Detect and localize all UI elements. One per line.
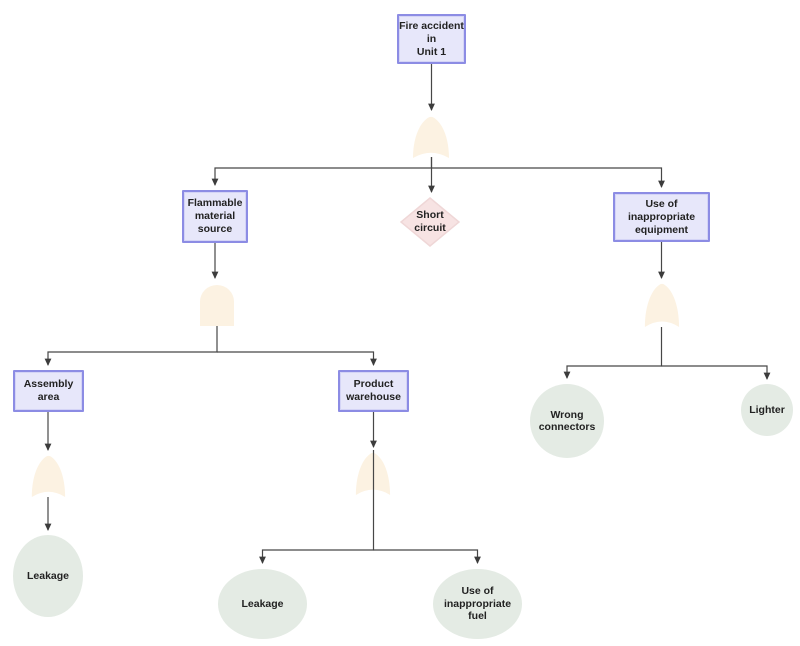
node-use-of-inappropriate-equipment[interactable]: Use of inappropriate equipment <box>613 192 710 242</box>
node-flammable-material-source[interactable]: Flammable material source <box>182 190 248 243</box>
diamond-shape <box>400 197 460 247</box>
node-fire-accident[interactable]: Fire accident in Unit 1 <box>397 14 466 64</box>
and-gate-flammable[interactable] <box>198 283 236 326</box>
node-short-circuit[interactable]: Short circuit <box>400 197 460 247</box>
node-use-of-inappropriate-fuel[interactable]: Use of inappropriate fuel <box>433 569 522 639</box>
node-leakage-warehouse[interactable]: Leakage <box>218 569 307 639</box>
node-lighter[interactable]: Lighter <box>741 384 793 436</box>
node-label: Use of inappropriate fuel <box>443 585 512 623</box>
node-label: Leakage <box>26 569 70 582</box>
node-label: Assembly area <box>23 378 74 403</box>
node-label: Fire accident in Unit 1 <box>399 19 464 58</box>
node-label: Lighter <box>749 403 785 416</box>
node-label: Leakage <box>241 597 284 610</box>
and-gate-icon <box>200 284 234 326</box>
or-gate-icon <box>644 283 680 327</box>
or-gate-icon <box>31 455 66 497</box>
node-wrong-connectors[interactable]: Wrong connectors <box>530 384 604 458</box>
node-product-warehouse[interactable]: Product warehouse <box>338 370 409 412</box>
or-gate-top[interactable] <box>411 116 451 158</box>
or-gate-equipment[interactable] <box>643 283 681 327</box>
node-leakage-assembly[interactable]: Leakage <box>13 535 83 617</box>
node-label: Flammable material source <box>187 197 243 235</box>
or-gate-icon <box>413 116 449 158</box>
or-gate-icon <box>355 452 391 495</box>
node-label: Wrong connectors <box>538 408 596 434</box>
or-gate-warehouse[interactable] <box>354 452 392 495</box>
node-label: Product warehouse <box>346 378 401 403</box>
node-assembly-area[interactable]: Assembly area <box>13 370 84 412</box>
or-gate-assembly[interactable] <box>30 455 67 497</box>
node-label: Use of inappropriate equipment <box>627 197 696 236</box>
node-label: Short circuit <box>414 209 446 234</box>
